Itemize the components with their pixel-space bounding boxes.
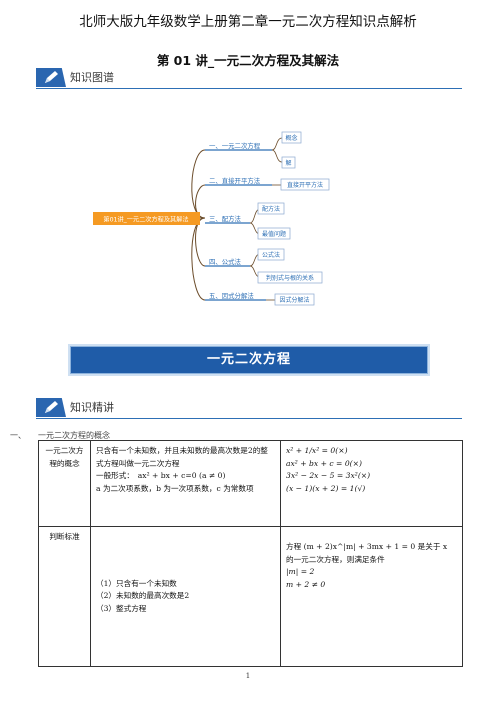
mm-link: [191, 149, 206, 219]
row-head: 判断标准: [38, 526, 91, 667]
mind-map: 第01讲_一元二次方程及其解法 一、一元二次方程 概念 解 二、直接开平方法 直…: [93, 131, 330, 306]
lesson-title: 第 01 讲_一元二次方程及其解法: [156, 53, 340, 68]
mm-root-label: 第01讲_一元二次方程及其解法: [103, 216, 188, 224]
mm-branch-label: 二、直接开平方法: [209, 176, 261, 185]
mm-leaf-label: 因式分解法: [279, 296, 309, 304]
topic-banner: 一元二次方程: [70, 346, 428, 374]
example-equation: ax² + bx + c = 0(×): [286, 458, 362, 468]
example-equation: 3x² − 2x − 5 = 3x²(×): [286, 471, 371, 480]
row-examples: x² + 1/x² = 0(×) ax² + bx + c = 0(×) 3x²…: [280, 440, 463, 527]
document-title: 北师大版九年级数学上册第二章一元二次方程知识点解析: [79, 14, 417, 30]
condition-equation: m + 2 ≠ 0: [286, 579, 326, 589]
mm-link: [195, 184, 206, 219]
page-number: 1: [245, 672, 251, 680]
mm-branch-label: 三、配方法: [209, 214, 242, 223]
edit-pencil-icon: [36, 398, 66, 417]
mm-leaf-label: 概念: [285, 134, 297, 142]
edit-pencil-icon: [36, 68, 66, 87]
section-header-knowledge-map: 知识图谱: [36, 68, 462, 89]
mm-branch-3: 三、配方法 配方法 最值问题: [205, 202, 291, 240]
mm-branch-label: 四、公式法: [209, 257, 242, 266]
coefficient-text: a 为二次项系数，b 为一次项系数，c 为常数项: [96, 483, 254, 493]
condition-equation: |m| = 2: [286, 567, 315, 576]
general-form-text: 一般形式： ax² + bx + c=0 (a ≠ 0): [96, 471, 226, 480]
table-row: 判断标准 （1）只含有一个未知数 （2）未知数的最高次数是2 （3）整式方程 方…: [38, 526, 463, 667]
row-content: 只含有一个未知数，并且未知数的最高次数是2的整式方程叫做一元二次方程 一般形式：…: [90, 440, 281, 527]
banner-text: 一元二次方程: [206, 352, 291, 367]
row-head: 一元二次方程的概念: [38, 440, 91, 527]
example-equation: (x − 1)(x + 2) = 1(√): [286, 483, 366, 493]
mm-branch-4: 四、公式法 公式法 判别式与根的关系: [205, 248, 323, 284]
mm-leaf-label: 解: [285, 159, 291, 167]
criterion-text: （3）整式方程: [96, 603, 147, 613]
mm-leaf-label: 判别式与根的关系: [266, 274, 314, 282]
mm-leaf-label: 最值问题: [262, 230, 286, 238]
mm-branch-5: 五、因式分解法 因式分解法: [205, 291, 315, 306]
knowledge-table: 一元二次方程的概念 只含有一个未知数，并且未知数的最高次数是2的整式方程叫做一元…: [38, 440, 463, 667]
row-content: （1）只含有一个未知数 （2）未知数的最高次数是2 （3）整式方程: [90, 526, 281, 667]
mm-leaf-label: 配方法: [262, 205, 280, 213]
mm-root-box: [93, 212, 200, 225]
criterion-text: （2）未知数的最高次数是2: [96, 591, 190, 601]
mm-branch-1: 一、一元二次方程 概念 解: [205, 131, 302, 169]
mm-branch-2: 二、直接开平方法 直接开平方法: [205, 176, 330, 191]
example-equation: x² + 1/x² = 0(×): [286, 446, 348, 455]
section-header-knowledge-detail: 知识精讲: [36, 398, 462, 419]
row-examples: 方程 (m + 2)x^|m| + 3mx + 1 = 0 是关于 x 的一元二…: [280, 526, 463, 667]
mm-branch-label: 一、一元二次方程: [209, 141, 261, 150]
criterion-text: （1）只含有一个未知数: [96, 578, 177, 588]
mm-leaf-label: 公式法: [262, 251, 280, 259]
example-problem: 方程 (m + 2)x^|m| + 3mx + 1 = 0 是关于 x 的一元二…: [286, 542, 448, 564]
mm-leaf-label: 直接开平方法: [287, 181, 323, 189]
section-label: 知识图谱: [70, 71, 114, 84]
section-label: 知识精讲: [70, 401, 114, 414]
mm-branch-label: 五、因式分解法: [209, 291, 254, 300]
table-row: 一元二次方程的概念 只含有一个未知数，并且未知数的最高次数是2的整式方程叫做一元…: [38, 440, 463, 527]
definition-text: 只含有一个未知数，并且未知数的最高次数是2的整式方程叫做一元二次方程: [96, 446, 268, 468]
subsection-title: 一、 一元二次方程的概念: [10, 431, 110, 440]
